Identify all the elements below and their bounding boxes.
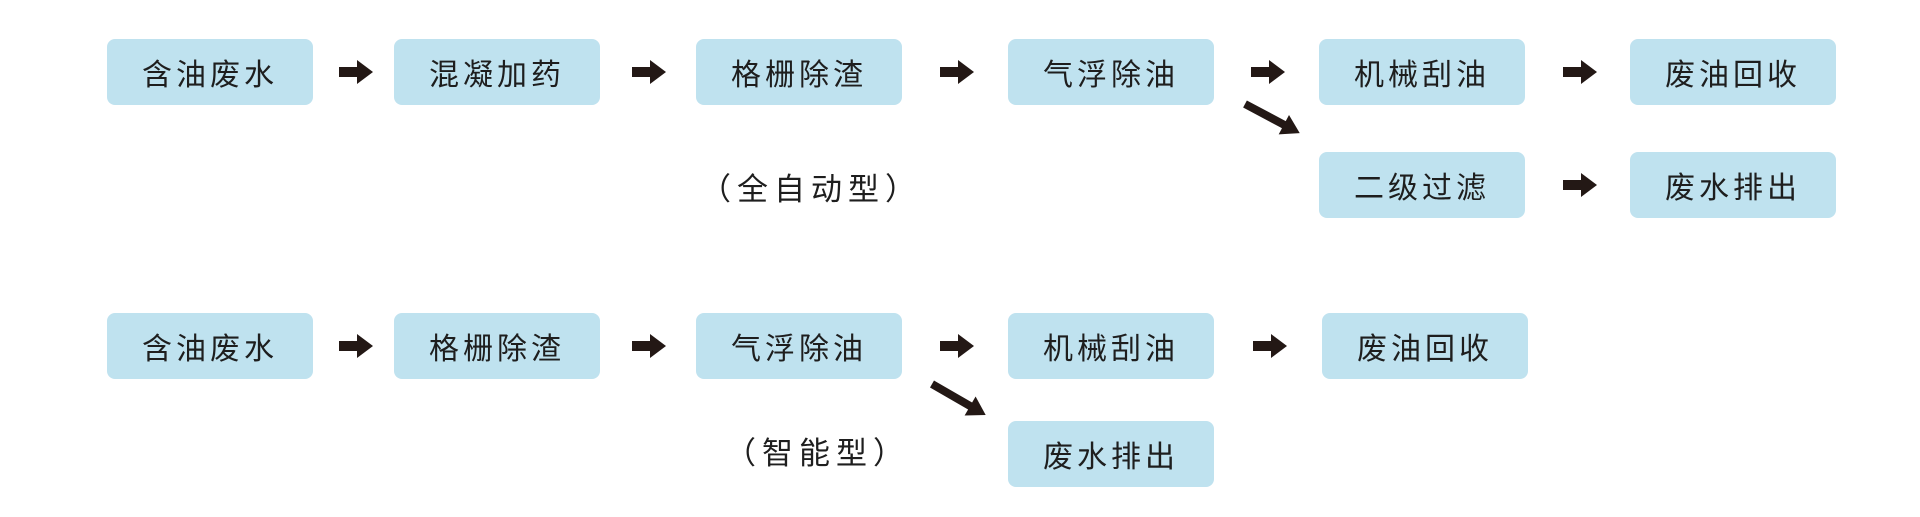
- step-waste-oil-recovery: 废油回收: [1322, 313, 1528, 379]
- arrow-right-icon: [940, 60, 974, 84]
- arrow-right-icon: [1251, 60, 1285, 84]
- arrow-right-icon: [632, 334, 666, 358]
- arrow-right-icon: [339, 60, 373, 84]
- arrow-right-icon: [1563, 173, 1597, 197]
- step-oily-wastewater: 含油废水: [107, 313, 313, 379]
- arrow-right-icon: [1253, 334, 1287, 358]
- step-oily-wastewater: 含油废水: [107, 39, 313, 105]
- step-grille-slag-removal: 格栅除渣: [696, 39, 902, 105]
- arrow-right-icon: [632, 60, 666, 84]
- step-mechanical-skimming: 机械刮油: [1008, 313, 1214, 379]
- step-coagulant-dosing: 混凝加药: [394, 39, 600, 105]
- arrow-right-icon: [940, 334, 974, 358]
- step-wastewater-discharge: 废水排出: [1008, 421, 1214, 487]
- step-wastewater-discharge: 废水排出: [1630, 152, 1836, 218]
- step-air-flotation: 气浮除油: [696, 313, 902, 379]
- caption-full-auto: （全自动型）: [700, 172, 922, 208]
- arrow-right-icon: [339, 334, 373, 358]
- step-secondary-filtration: 二级过滤: [1319, 152, 1525, 218]
- step-waste-oil-recovery: 废油回收: [1630, 39, 1836, 105]
- step-air-flotation: 气浮除油: [1008, 39, 1214, 105]
- step-grille-slag-removal: 格栅除渣: [394, 313, 600, 379]
- step-mechanical-skimming: 机械刮油: [1319, 39, 1525, 105]
- arrow-diagonal-icon: [930, 380, 986, 416]
- caption-smart: （智能型）: [725, 436, 910, 472]
- arrow-diagonal-icon: [1243, 100, 1300, 135]
- arrow-right-icon: [1563, 60, 1597, 84]
